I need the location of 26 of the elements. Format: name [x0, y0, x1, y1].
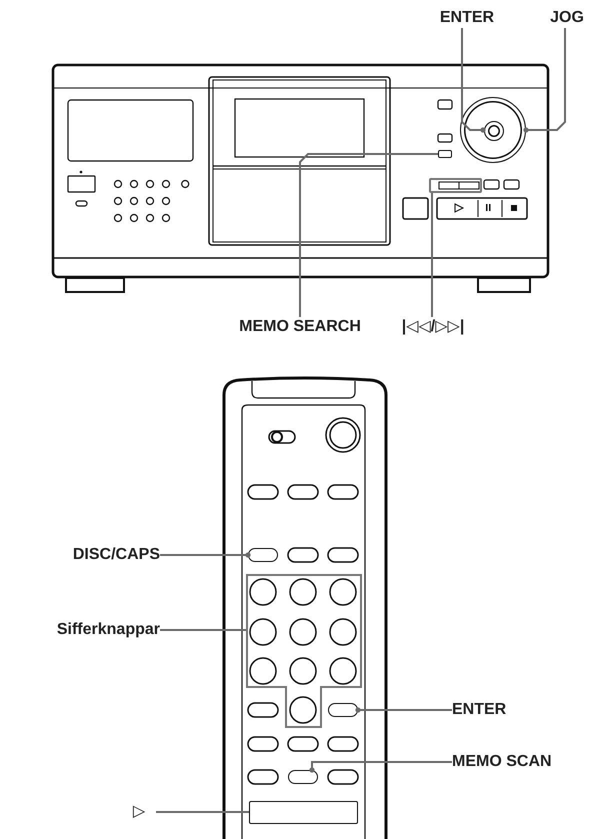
leader-line — [309, 761, 452, 773]
callout-label: DISC/CAPS — [40, 545, 160, 565]
oval-button — [288, 770, 318, 784]
leader-line — [299, 153, 438, 317]
leader-line — [160, 629, 246, 631]
callout-label: Sifferknappar — [30, 620, 160, 640]
oval-button — [328, 703, 358, 717]
rectangular-button — [438, 150, 452, 158]
callout-label: ▷ — [122, 802, 156, 822]
callout-label: ENTER — [437, 8, 497, 28]
callout-label: MEMO SEARCH — [225, 317, 375, 337]
callout-label: JOG — [547, 8, 587, 28]
leader-line — [160, 552, 251, 558]
oval-button — [248, 548, 278, 562]
callout-label: MEMO SCAN — [452, 752, 562, 772]
leader-line — [523, 28, 566, 133]
rectangular-button — [249, 801, 358, 824]
button-group-outline — [429, 178, 482, 193]
callout-label: ENTER — [452, 700, 522, 720]
callout-label: |◁◁/▷▷| — [388, 317, 478, 337]
leader-line — [461, 28, 486, 133]
leader-line — [355, 707, 452, 713]
round-button — [484, 121, 504, 141]
leader-line — [431, 193, 433, 317]
leader-line — [156, 811, 249, 813]
keypad-outline — [246, 574, 362, 728]
